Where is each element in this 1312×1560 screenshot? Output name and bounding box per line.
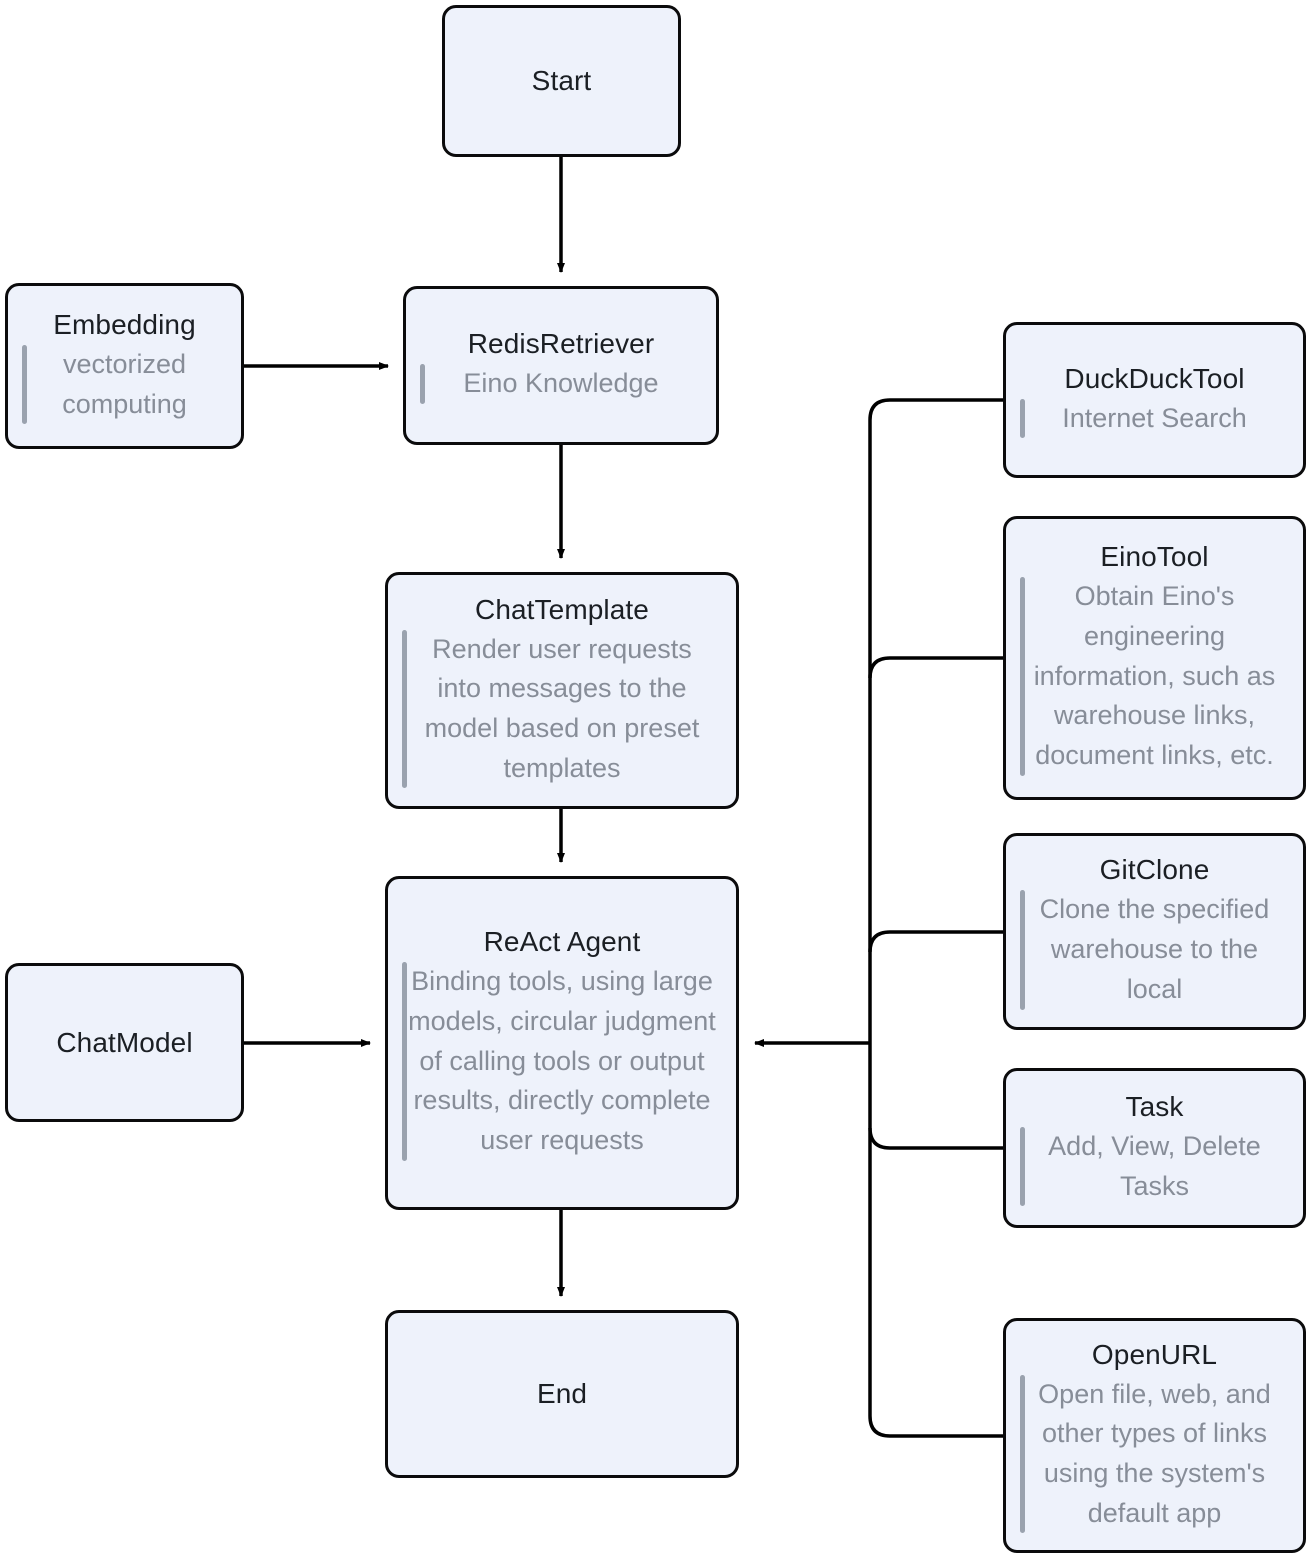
node-react-agent-title: ReAct Agent [483, 926, 641, 958]
node-end[interactable]: End [385, 1310, 739, 1478]
node-openurl-title: OpenURL [1091, 1338, 1218, 1370]
node-chattemplate-desc: Render user requests into messages to th… [424, 633, 700, 783]
edge-trunk-upper [868, 398, 1003, 1043]
node-redisretriever-title: RedisRetriever [467, 328, 655, 360]
node-react-agent[interactable]: ReAct Agent Binding tools, using large m… [385, 876, 739, 1210]
node-redisretriever-desc-wrap: Eino Knowledge [420, 364, 702, 404]
node-task[interactable]: Task Add, View, Delete Tasks [1003, 1068, 1306, 1228]
node-einotool-title: EinoTool [1100, 541, 1209, 573]
accent-bar-icon [402, 962, 407, 1161]
accent-bar-icon [1020, 1126, 1025, 1207]
edge-task-branch [868, 1127, 1003, 1150]
node-embedding-desc-wrap: vectorized computing [22, 344, 227, 425]
node-chattemplate-desc-wrap: Render user requests into messages to th… [402, 629, 722, 789]
node-gitclone[interactable]: GitClone Clone the specified warehouse t… [1003, 833, 1306, 1030]
node-embedding[interactable]: Embedding vectorized computing [5, 283, 244, 449]
node-openurl-desc-wrap: Open file, web, and other types of links… [1020, 1374, 1289, 1534]
node-einotool-desc-wrap: Obtain Eino's engineering information, s… [1020, 577, 1289, 776]
node-react-agent-desc: Binding tools, using large models, circu… [408, 966, 716, 1156]
node-react-agent-desc-wrap: Binding tools, using large models, circu… [402, 962, 722, 1161]
node-end-title: End [536, 1378, 588, 1410]
node-embedding-desc: vectorized computing [62, 348, 187, 419]
node-duckducktool[interactable]: DuckDuckTool Internet Search [1003, 322, 1306, 478]
node-gitclone-desc-wrap: Clone the specified warehouse to the loc… [1020, 890, 1289, 1010]
edge-trunk-lower [868, 1043, 1003, 1438]
node-einotool-desc: Obtain Eino's engineering information, s… [1033, 581, 1276, 771]
accent-bar-icon [22, 344, 27, 425]
node-chattemplate-title: ChatTemplate [475, 593, 649, 625]
accent-bar-icon [1020, 1374, 1025, 1534]
node-chattemplate[interactable]: ChatTemplate Render user requests into m… [385, 572, 739, 809]
node-openurl[interactable]: OpenURL Open file, web, and other types … [1003, 1318, 1306, 1553]
node-chatmodel-title: ChatModel [56, 1026, 193, 1058]
node-duckducktool-desc-wrap: Internet Search [1020, 398, 1289, 439]
node-task-title: Task [1125, 1090, 1184, 1122]
node-gitclone-desc: Clone the specified warehouse to the loc… [1039, 894, 1270, 1004]
node-duckducktool-title: DuckDuckTool [1064, 362, 1245, 394]
accent-bar-icon [402, 629, 407, 789]
node-einotool[interactable]: EinoTool Obtain Eino's engineering infor… [1003, 516, 1306, 800]
edge-gitclone-branch [868, 930, 1003, 953]
accent-bar-icon [1020, 577, 1025, 776]
accent-bar-icon [1020, 890, 1025, 1010]
node-start-title: Start [531, 65, 592, 97]
node-gitclone-title: GitClone [1099, 854, 1210, 886]
accent-bar-icon [420, 364, 425, 404]
node-embedding-title: Embedding [53, 308, 196, 340]
node-redisretriever[interactable]: RedisRetriever Eino Knowledge [403, 286, 719, 445]
node-openurl-desc: Open file, web, and other types of links… [1038, 1378, 1271, 1528]
node-task-desc-wrap: Add, View, Delete Tasks [1020, 1126, 1289, 1207]
node-start[interactable]: Start [442, 5, 681, 157]
node-redisretriever-desc: Eino Knowledge [463, 368, 659, 399]
accent-bar-icon [1020, 398, 1025, 439]
edge-einotool-branch [868, 656, 1003, 679]
node-duckducktool-desc: Internet Search [1062, 402, 1247, 433]
node-chatmodel[interactable]: ChatModel [5, 963, 244, 1122]
node-task-desc: Add, View, Delete Tasks [1048, 1130, 1261, 1201]
